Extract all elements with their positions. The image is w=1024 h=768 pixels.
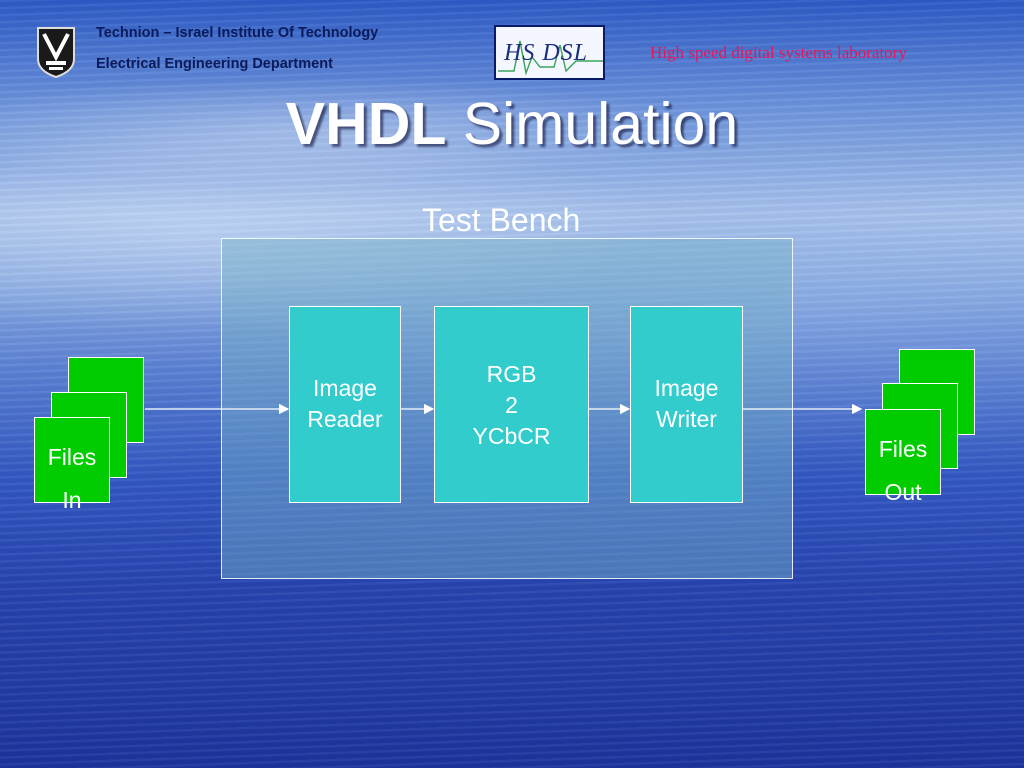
rgb2ycbcr-line3: YCbCR [472,423,551,449]
hs-dsl-logo: HS DSL [494,25,605,80]
waveform-icon [498,40,603,76]
files-out-line1: Files [878,436,928,462]
files-out-line2: Out [884,479,922,505]
title-bold: VHDL [285,91,447,157]
institution-name: Technion – Israel Institute Of Technolog… [96,25,379,41]
lab-name: High speed digital systems laboratory [650,43,907,62]
image-writer-line1: Image [654,375,719,401]
rgb2ycbcr-line2: 2 [505,392,518,418]
files-in-line2: In [62,487,82,513]
image-reader-line1: Image [313,375,377,401]
image-writer-line2: Writer [656,406,717,432]
hs-dsl-logo-text: HS DSL [504,40,589,66]
files-in-line1: Files [47,444,97,470]
image-reader-line2: Reader [307,406,383,432]
test-bench-label: Test Bench [422,202,581,238]
title-rest: Simulation [446,91,739,157]
department-name: Electrical Engineering Department [96,56,333,72]
technion-emblem-icon [37,27,75,79]
slide-title: VHDL Simulation [0,90,1024,158]
rgb2ycbcr-line1: RGB [486,361,537,387]
